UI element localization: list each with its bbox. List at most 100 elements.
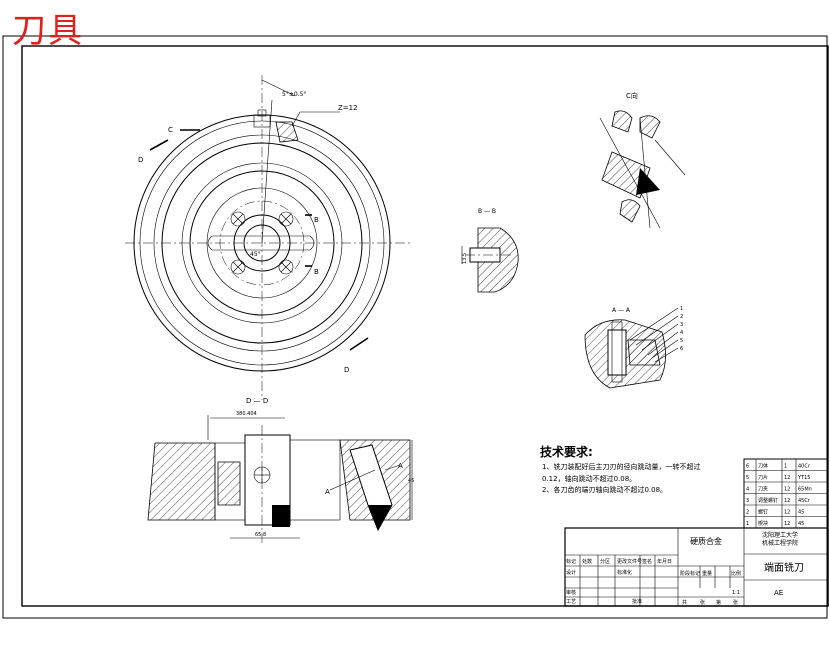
parts-cell-name: 螺钉: [758, 509, 768, 516]
bolt-pitch-circle: [219, 200, 305, 286]
inner-border: [21, 45, 829, 607]
tech-item-3: 2、各刀齿的端刃轴向跳动不超过0.08。: [542, 485, 667, 494]
outer-circle-3: [153, 134, 371, 352]
parts-cell-name: 刀体: [758, 463, 768, 470]
label-d-lower: D: [344, 366, 349, 374]
parts-cell-qty: 12: [784, 510, 790, 516]
section-dd: D — D 380.404 A A 65.8 45: [147, 397, 414, 545]
tb-label-process: 工艺: [566, 599, 576, 605]
section-bb: B — B 13.5: [461, 208, 519, 293]
parts-cell-no: 3: [746, 498, 749, 504]
body-left-hatch: [147, 442, 216, 521]
label-b-lower: B: [314, 268, 319, 276]
dim-right: 45: [408, 478, 414, 484]
dim-bottom: 65.8: [255, 532, 266, 538]
parts-cell-name: 调整螺钉: [758, 497, 778, 504]
tb-label-count: 处数: [582, 558, 592, 565]
bore-outer: [233, 214, 291, 272]
balloon-5: 5: [680, 338, 683, 344]
keyway-slot: [207, 235, 315, 251]
title-block: 硬质合金 沈阳理工大学 机械工程学院 端面铣刀 AE 1:1 标记 处数 分区 …: [564, 527, 829, 607]
front-view: 5°±0.5° Z=12 45° C D D B B: [125, 75, 410, 400]
tb-label-std: 标准化: [617, 569, 632, 576]
tech-heading: 技术要求:: [540, 444, 593, 459]
tb-label-sign: 签名: [642, 558, 652, 565]
parts-cell-qty: 12: [784, 475, 790, 481]
cutting-tip: [368, 505, 392, 530]
label-a2: A: [398, 462, 403, 470]
balloon-2: 2: [680, 314, 683, 320]
parts-cell-material: YT15: [797, 475, 810, 481]
balloon-3: 3: [680, 322, 683, 328]
tb-label-weight: 重量: [702, 570, 712, 577]
section-dd-title: D — D: [246, 397, 268, 405]
bolt-circle-outer: [206, 187, 318, 299]
hub-circle: [189, 170, 335, 316]
detail-c-title: C向: [626, 91, 638, 100]
dim-angle: 5°±0.5°: [282, 91, 306, 98]
parts-cell-qty: 12: [784, 498, 790, 504]
outer-circle-2: [139, 120, 385, 366]
body-circle: [161, 142, 363, 344]
tb-label-stage: 阶段标记: [680, 570, 700, 577]
tb-label-total: 共: [682, 599, 687, 606]
bolt-holes: [230, 211, 294, 275]
tb-label-sheets: 张: [700, 599, 705, 606]
parts-cell-material: 45: [798, 510, 804, 516]
tb-label-scale: 比例: [731, 570, 741, 577]
tb-label-no: 第: [716, 599, 721, 606]
detail-c: C向: [599, 91, 686, 229]
outer-border: [2, 35, 828, 619]
aa-leaders: [629, 307, 679, 363]
parts-cell-name: 楔块: [758, 520, 768, 527]
parts-cell-no: 5: [746, 475, 749, 481]
tech-requirements: 技术要求: 1、铣刀装配好后主刀刃的径向跳动量，一转不超过 0.12，轴向跳动不…: [540, 444, 700, 494]
tb-label-approve: 批准: [632, 598, 642, 605]
tb-label-date: 年月日: [657, 558, 672, 565]
label-b-upper: B: [314, 216, 319, 224]
school-line1: 沈阳理工大学: [762, 531, 798, 539]
parts-cell-name: 刀夹: [758, 486, 768, 493]
parts-cell-material: 45Cr: [798, 498, 811, 504]
parts-cell-name: 刀片: [758, 474, 768, 481]
parts-cell-material: 65Mn: [798, 487, 812, 493]
scale: 1:1: [732, 590, 740, 596]
dim-width: 380.404: [236, 411, 257, 417]
drawing-code: AE: [774, 589, 783, 597]
parts-cell-no: 6: [746, 464, 749, 470]
parts-cell-qty: 1: [784, 464, 787, 470]
parts-cell-no: 4: [746, 487, 749, 493]
parts-list: 6 刀体 1 40Cr 5 刀片 12 YT15 4 刀夹 12 65Mn 3 调整螺钉 12 45Cr 2 螺钉…: [743, 458, 829, 529]
parts-cell-qty: 12: [784, 487, 790, 493]
parts-cell-no: 2: [746, 510, 749, 516]
tb-label-mark: 标记: [566, 558, 576, 565]
z-count: Z=12: [338, 104, 358, 112]
label-d-upper: D: [138, 156, 143, 164]
parts-cell-qty: 12: [784, 521, 790, 527]
c-tip: [636, 168, 660, 195]
balloon-4: 4: [680, 330, 683, 336]
parts-cell-material: 40Cr: [798, 464, 811, 470]
tech-item-1: 1、铣刀装配好后主刀刃的径向跳动量，一转不超过: [542, 462, 700, 471]
balloon-6: 6: [680, 346, 683, 352]
tech-item-2: 0.12，轴向跳动不超过0.08。: [542, 474, 636, 483]
label-c: C: [168, 126, 173, 134]
tb-label-change: 更改文件号: [617, 558, 642, 565]
tb-label-sheet: 张: [733, 599, 738, 606]
tb-label-review: 审核: [566, 589, 576, 596]
section-bb-title: B — B: [478, 208, 496, 215]
label-a: A: [325, 488, 330, 496]
mid-circle: [181, 162, 343, 324]
section-aa: A — A 1 2 3 4 5 6: [584, 306, 683, 389]
angle-center: 45°: [250, 251, 261, 258]
bore: [243, 224, 281, 262]
tb-label-design: 设计: [566, 569, 576, 576]
section-aa-title: A — A: [612, 307, 631, 314]
insert-solid: [272, 505, 290, 527]
balloon-1: 1: [680, 306, 683, 312]
parts-cell-material: 45: [798, 521, 804, 527]
tb-label-zone: 分区: [600, 558, 610, 565]
material: 硬质合金: [690, 536, 722, 546]
